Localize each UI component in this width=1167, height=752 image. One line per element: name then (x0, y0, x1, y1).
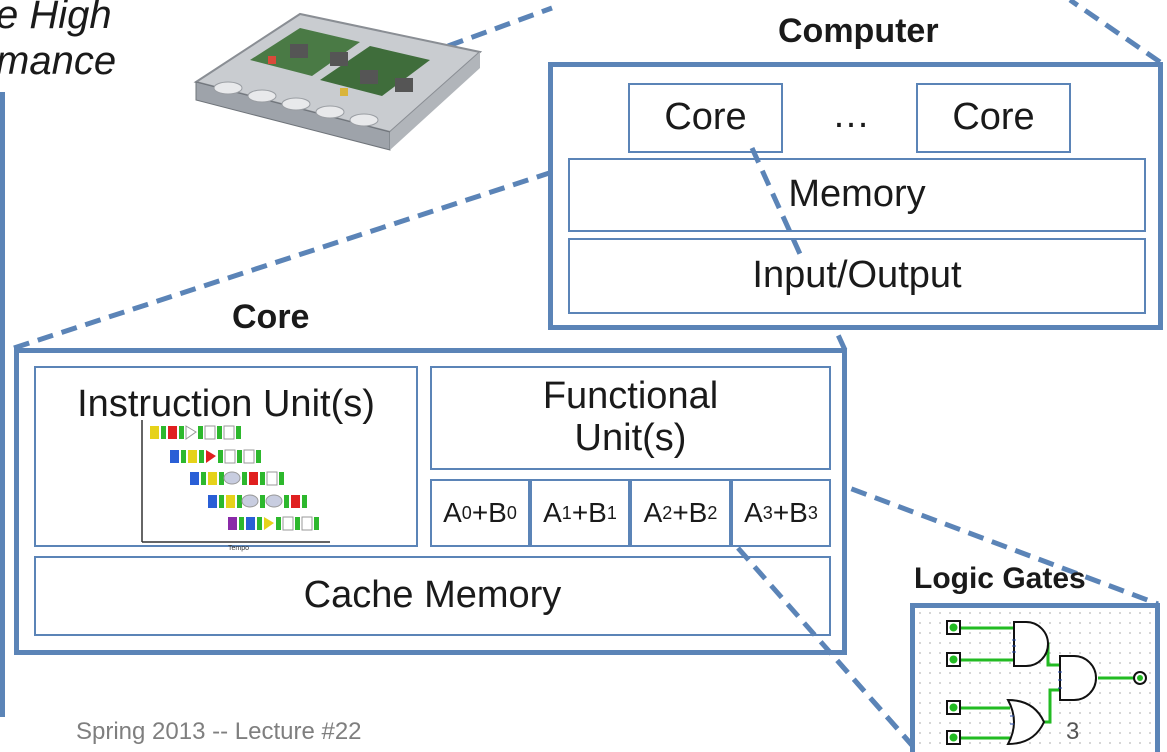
adder-1-a: A (543, 497, 562, 528)
and-gate-1 (1013, 621, 1049, 667)
computer-io: Input/Output (568, 238, 1146, 314)
adder-2-a-sub: 2 (662, 502, 673, 523)
adder-1-a-sub: 1 (561, 502, 572, 523)
and-gate-2 (1059, 655, 1097, 701)
adder-3-a: A (744, 497, 763, 528)
footer-page-number: 3 (1066, 718, 1080, 745)
side-caption: e High mance (0, 0, 116, 84)
adder-2-a: A (643, 497, 663, 528)
server-chassis-side (390, 52, 480, 150)
functional-unit-box: Functional Unit(s) (430, 366, 831, 470)
footer-lecture: Spring 2013 -- Lecture #22 (76, 718, 362, 745)
gate-input-pins (1010, 639, 1062, 725)
adder-1-b: B (588, 497, 607, 528)
functional-unit-line2: Unit(s) (574, 417, 687, 459)
pipeline-row-3 (190, 471, 284, 486)
side-caption-line2: mance (0, 39, 117, 83)
pipeline-row-1 (150, 425, 241, 440)
or-gate (1006, 698, 1046, 746)
side-caption-line1: e High (0, 0, 112, 37)
zoom-line-computer-left (447, 5, 553, 49)
core-heading: Core (232, 298, 310, 336)
adder-0-a: A (443, 497, 462, 528)
instruction-unit-label: Instruction Unit(s) (77, 383, 375, 425)
adder-3-b: B (789, 497, 808, 528)
computer-heading: Computer (778, 12, 939, 50)
pipeline-row-5 (228, 516, 319, 531)
adder-3-b-sub: 3 (807, 502, 818, 523)
adder-0-plus: + (471, 497, 489, 528)
adder-2-b-sub: 2 (707, 502, 718, 523)
pipeline-row-4 (208, 494, 307, 508)
server-drives (213, 81, 379, 127)
adder-3-plus: + (772, 497, 790, 528)
logic-gates-heading: Logic Gates (914, 562, 1086, 595)
adder-0-a-sub: 0 (461, 502, 472, 523)
zoom-line-core-left (13, 143, 633, 351)
zoom-line-core-right-overlay (749, 146, 803, 256)
computer-core-ellipsis: … (832, 94, 870, 136)
zoom-line-gates-top (827, 477, 1159, 607)
adder-1-b-sub: 1 (606, 502, 617, 523)
left-frame-edge (0, 92, 5, 717)
adder-0-b-sub: 0 (506, 502, 517, 523)
computer-memory: Memory (568, 158, 1146, 232)
cache-memory-box: Cache Memory (34, 556, 831, 636)
input-terminals (946, 620, 961, 745)
adder-1-plus: + (571, 497, 589, 528)
adder-0-b: B (488, 497, 507, 528)
adder-2-plus: + (672, 497, 689, 528)
pipeline-row-2 (170, 449, 261, 464)
computer-core-left: Core (628, 83, 783, 153)
adder-2-b: B (688, 497, 708, 528)
zoom-line-gates-overlay (736, 546, 920, 752)
functional-unit-line1: Functional (542, 375, 719, 418)
pipeline-axis-label: Tempo (228, 545, 249, 552)
adder-3-a-sub: 3 (762, 502, 773, 523)
computer-core-right: Core (916, 83, 1071, 153)
zoom-line-computer-right (1068, 0, 1162, 65)
server-boards (250, 28, 430, 96)
wire-or-out (1040, 688, 1060, 724)
